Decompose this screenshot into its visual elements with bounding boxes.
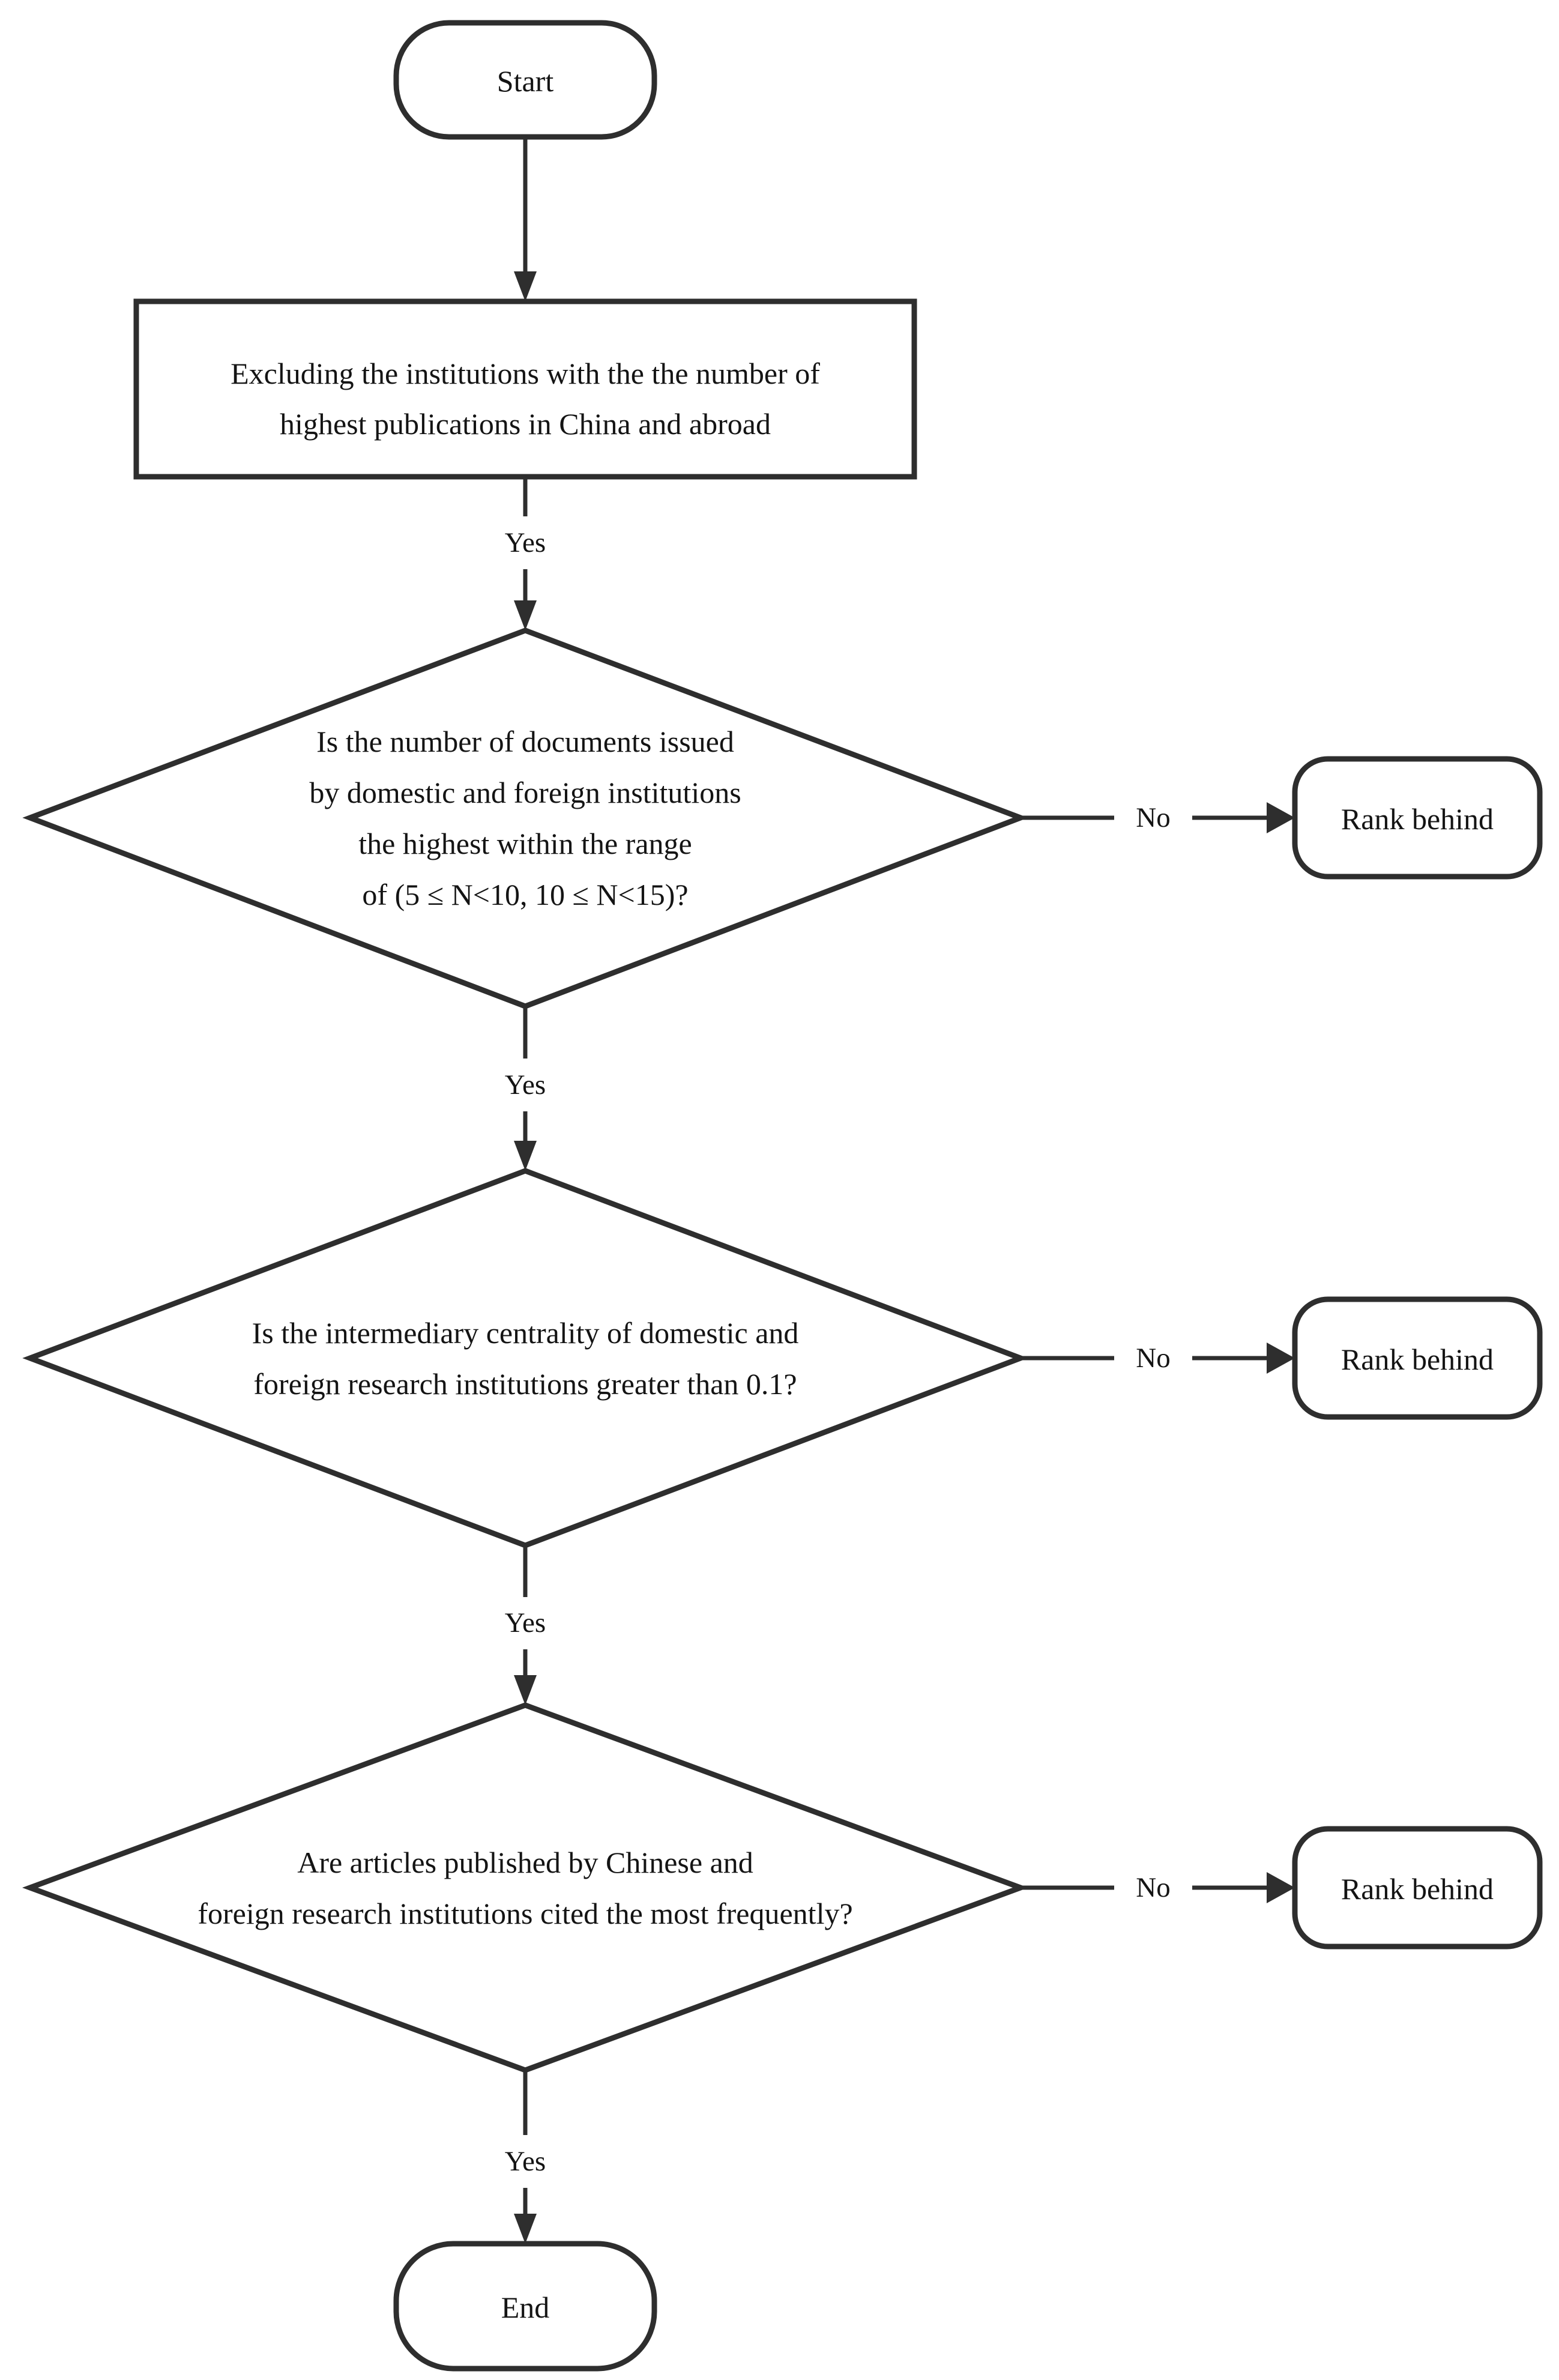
decision1-label-line-2: by domestic and foreign institutions — [309, 776, 741, 809]
end-node: End — [393, 2241, 657, 2372]
arrowhead-down-icon — [514, 2214, 537, 2244]
edge-label-no: No — [1136, 1872, 1170, 1903]
arrowhead-right-icon — [1267, 802, 1295, 833]
edge-label-yes: Yes — [505, 1607, 546, 1639]
process-node: Excluding the institutions with the the … — [133, 298, 917, 480]
arrowhead-down-icon — [514, 600, 537, 630]
rank-behind-3-node: Rank behind — [1292, 1826, 1543, 1950]
edge-decision3-to-end: Yes — [505, 2070, 546, 2244]
rank-behind-3-shape — [1292, 1826, 1543, 1950]
decision3-label-line-1: Are articles published by Chinese and — [297, 1846, 753, 1879]
arrowhead-down-icon — [514, 1141, 537, 1171]
edge-decision2-to-decision3: Yes — [505, 1545, 546, 1705]
rank-behind-1-label: Rank behind — [1341, 802, 1494, 836]
rank-behind-2-node: Rank behind — [1292, 1296, 1543, 1420]
decision3-node-shape — [22, 1702, 1029, 2073]
edge-label-yes: Yes — [505, 527, 546, 558]
start-node: Start — [393, 20, 657, 140]
edge-label-yes: Yes — [505, 2146, 546, 2177]
start-node-label: Start — [497, 64, 554, 98]
edge-label-yes: Yes — [505, 1069, 546, 1101]
rank-behind-1-shape — [1292, 756, 1543, 880]
arrowhead-right-icon — [1267, 1343, 1295, 1374]
rank-behind-2-shape — [1292, 1296, 1543, 1420]
rank-behind-2-label: Rank behind — [1341, 1343, 1494, 1376]
rank-behind-1-node: Rank behind — [1292, 756, 1543, 880]
edge-decision1-to-decision2: Yes — [505, 1006, 546, 1171]
decision1-node-shape — [22, 627, 1028, 1009]
decision1-label-line-1: Is the number of documents issued — [316, 725, 734, 758]
process-node-label-line-1: Excluding the institutions with the the … — [231, 357, 820, 390]
decision2-label-line-2: foreign research institutions greater th… — [253, 1367, 797, 1401]
arrowhead-down-icon — [514, 1675, 537, 1705]
edge-process-to-decision1: Yes — [505, 477, 546, 630]
edge-start-to-process — [514, 137, 537, 301]
edge-label-no: No — [1136, 1343, 1170, 1374]
process-node-shape — [133, 298, 917, 480]
edge-label-no: No — [1136, 802, 1170, 833]
end-node-label: End — [501, 2291, 550, 2324]
edge-decision2-to-rank2: No — [1021, 1343, 1295, 1374]
edge-decision1-to-rank1: No — [1021, 802, 1295, 833]
decision2-node-shape — [22, 1168, 1028, 1548]
decision2-node: Is the intermediary centrality of domest… — [22, 1168, 1028, 1548]
decision3-node: Are articles published by Chinese and fo… — [22, 1702, 1029, 2073]
decision1-label-line-3: the highest within the range — [358, 827, 692, 860]
edge-decision3-to-rank3: No — [1021, 1872, 1295, 1903]
end-node-shape — [393, 2241, 657, 2372]
arrowhead-right-icon — [1267, 1872, 1295, 1903]
rank-behind-3-label: Rank behind — [1341, 1872, 1494, 1906]
decision2-label-line-1: Is the intermediary centrality of domest… — [252, 1316, 799, 1350]
decision1-label-line-4: of (5 ≤ N<10, 10 ≤ N<15)? — [362, 878, 688, 911]
decision3-label-line-2: foreign research institutions cited the … — [198, 1897, 852, 1930]
arrowhead-down-icon — [514, 271, 537, 301]
decision1-node: Is the number of documents issued by dom… — [22, 627, 1028, 1009]
process-node-label-line-2: highest publications in China and abroad — [280, 407, 771, 441]
